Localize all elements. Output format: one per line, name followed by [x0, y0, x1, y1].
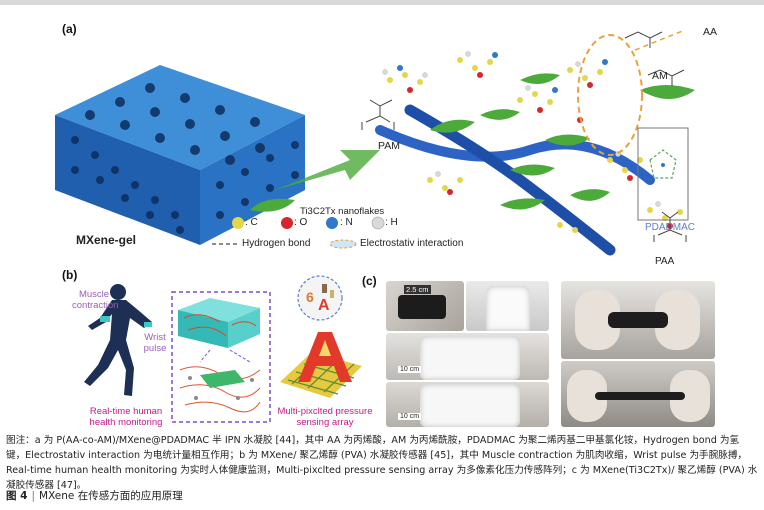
- sensor-device: [398, 295, 446, 319]
- legend-swatches: [212, 216, 385, 249]
- legend-hbond-label: Hydrogen bond: [242, 238, 311, 249]
- figure-number: 图 4: [6, 490, 28, 502]
- health-label: Real-time human health monitoring: [89, 406, 163, 428]
- scale-1-label: 10 cm: [398, 366, 422, 373]
- pam-structure: [361, 99, 395, 130]
- person-lower-coat: [420, 384, 520, 427]
- mxene-gel-label: MXene-gel: [76, 233, 137, 247]
- svg-text:A: A: [318, 297, 330, 314]
- am-highlight-ellipse: [577, 34, 643, 156]
- array-detail-circle: [297, 275, 343, 321]
- svg-text:6: 6: [306, 289, 314, 305]
- molecule-chains: [382, 51, 683, 233]
- legend-h-label: : H: [385, 217, 398, 228]
- figure-title-text: MXene 在传感方面的应用原理: [39, 490, 183, 502]
- person-upper-coat: [486, 286, 530, 331]
- pdadmac-structure: [637, 127, 689, 221]
- panel-a-illustration: [55, 29, 695, 256]
- hydrogel-strip-top: [608, 312, 668, 328]
- nanoflakes-label: Ti3C2Tx nanoflakes: [300, 206, 385, 217]
- person-middle-coat: [420, 336, 520, 380]
- legend-n-label: : N: [340, 217, 353, 228]
- nanoflake-leaf: [250, 198, 295, 212]
- legend-o-label: : O: [294, 217, 308, 228]
- mxene-gel-cube: [55, 65, 305, 245]
- sensing-array: [280, 332, 362, 398]
- aa-label: AA: [703, 26, 718, 38]
- runner-figure: [84, 284, 152, 396]
- hydrogel-detail-box: [171, 291, 271, 423]
- panel-b-label: (b): [62, 268, 78, 282]
- pdadmac-label: PDADMAC: [645, 222, 696, 233]
- figure-separator: |: [31, 490, 36, 502]
- figure-title: 图 4|MXene 在传感方面的应用原理: [6, 488, 183, 503]
- panel-a-label: (a): [62, 22, 77, 36]
- muscle-label: Muscle contraction: [72, 289, 119, 311]
- pam-label: PAM: [378, 140, 400, 152]
- wrist-sensor: [144, 322, 152, 327]
- am-label: AM: [652, 70, 668, 82]
- hydrogel-strip-stretched: [595, 392, 685, 400]
- paa-label: PAA: [655, 256, 675, 267]
- legend-c-label: : C: [245, 217, 258, 228]
- array-label: Multi-pixclted pressure sensing array: [277, 406, 373, 428]
- paa-structure: [653, 211, 687, 242]
- panel-c-label: (c): [362, 274, 377, 288]
- figure-caption: 图注：a 为 P(AA-co-AM)/MXene@PDADMAC 半 IPN 水…: [6, 435, 758, 491]
- helix-structure: [375, 104, 655, 256]
- legend-electro-label: Electrostativ interaction: [360, 238, 464, 249]
- panel-b-illustration: 6 A: [84, 275, 362, 423]
- wrist-label: Wrist pulse: [143, 332, 167, 354]
- muscle-sensor: [100, 316, 110, 322]
- helix-leaves: [430, 73, 695, 210]
- process-arrow: [275, 150, 380, 190]
- scale-3-label: 10 cm: [398, 413, 422, 420]
- aa-am-structures: [624, 31, 685, 86]
- scale-top-label: 2.5 cm: [404, 285, 431, 294]
- top-crop-strip: [0, 0, 764, 5]
